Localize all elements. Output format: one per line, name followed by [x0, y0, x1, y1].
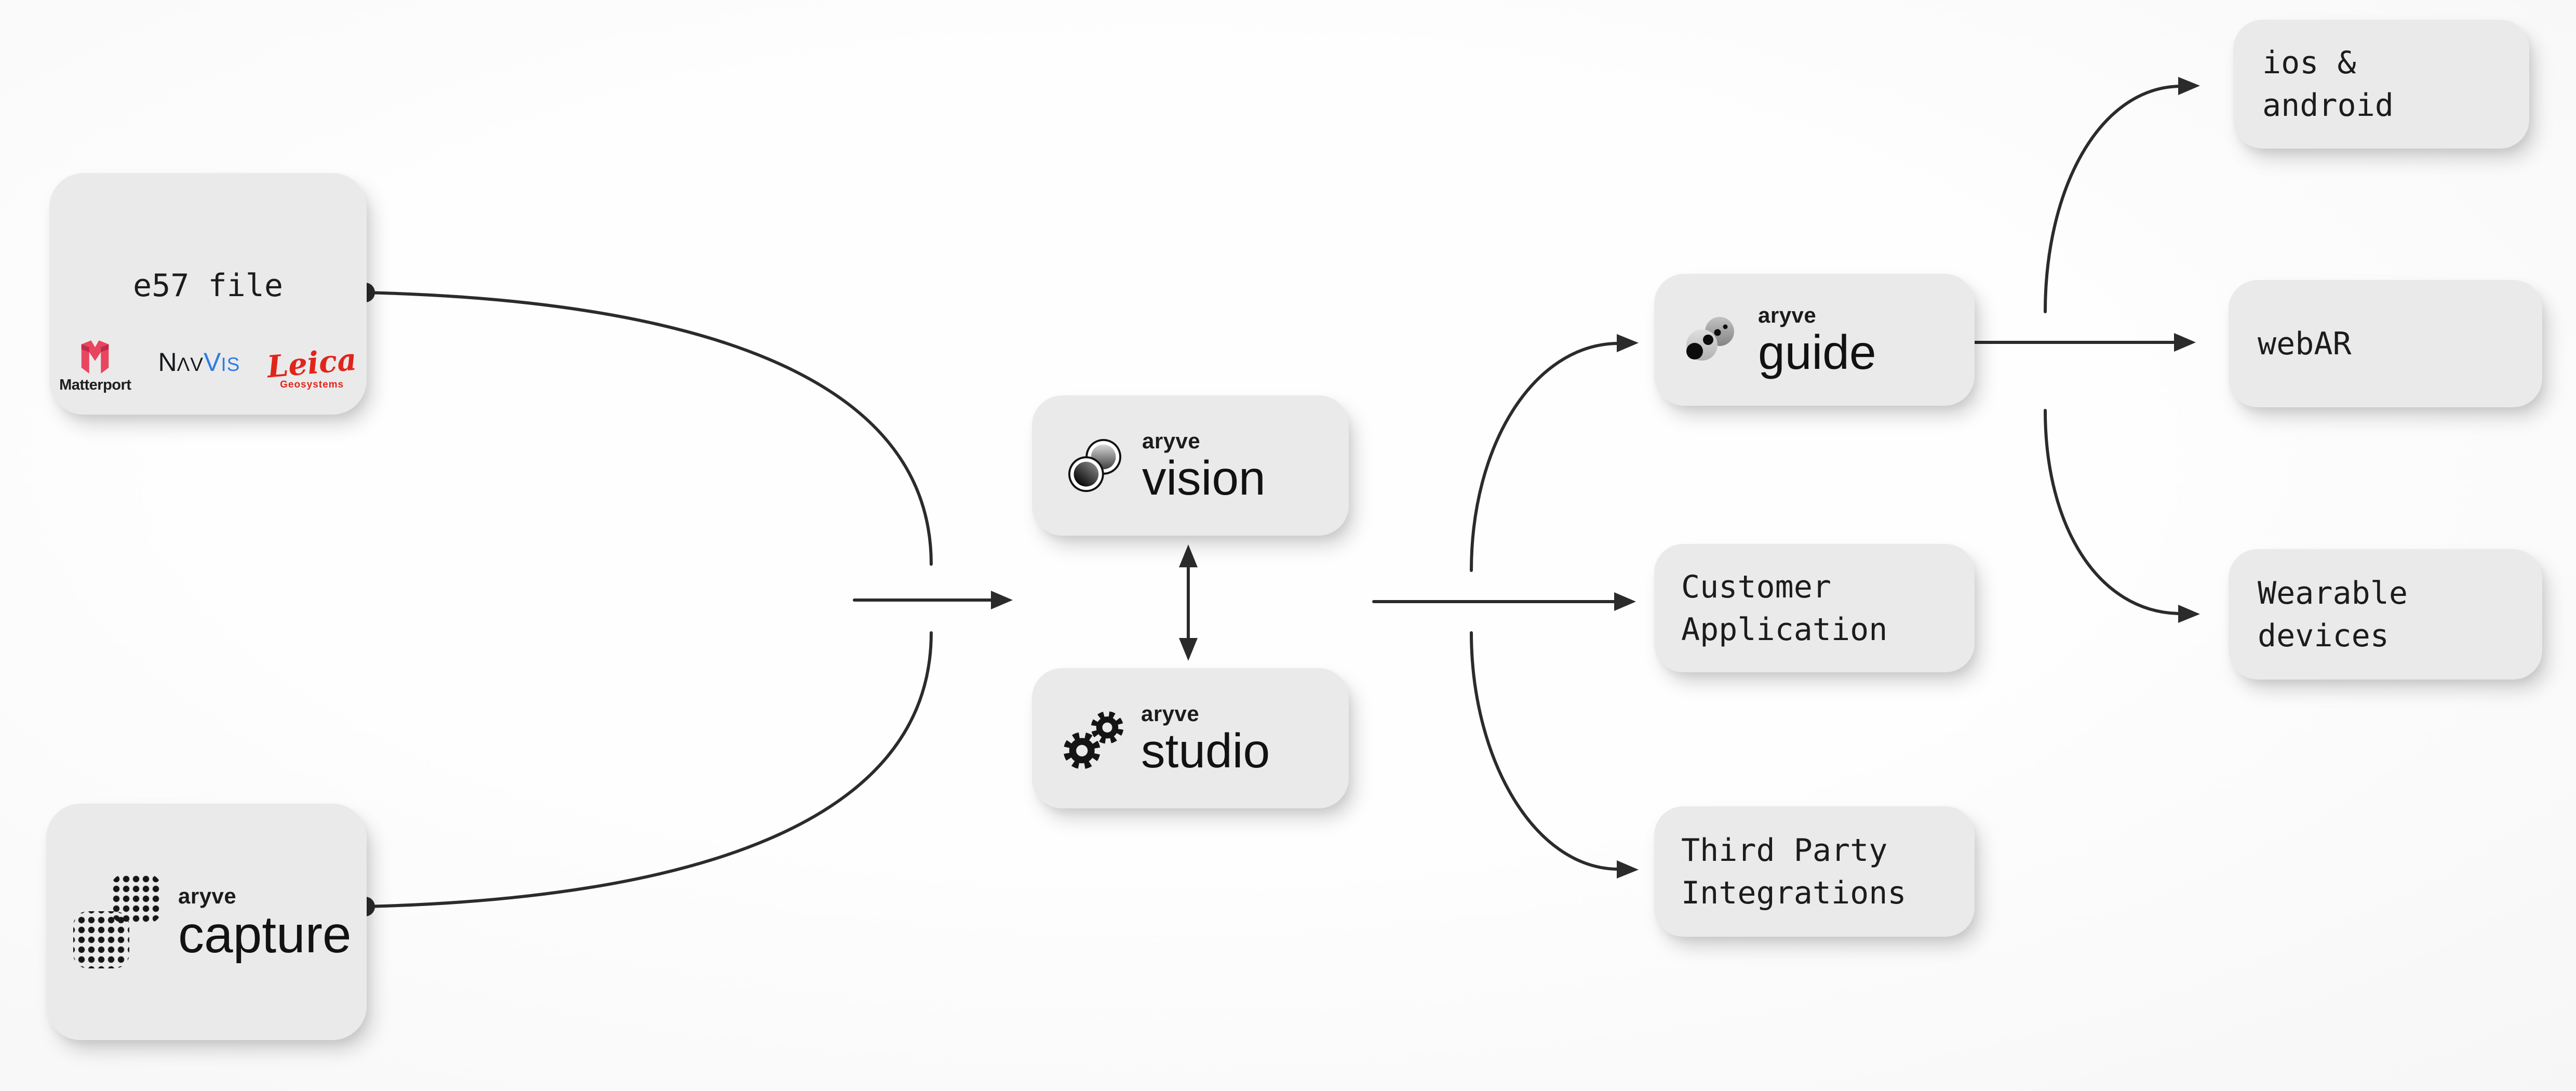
edge-guide-to-wearable — [2044, 409, 2181, 615]
vision-product-label: vision — [1142, 451, 1266, 505]
capture-product-label: capture — [178, 905, 352, 964]
node-third-party-integrations: Third Party Integrations — [1654, 806, 1975, 937]
scanner-logo-row: Matterport N ΛV V IS Leica Geosystems — [59, 339, 358, 394]
edge-guide-to-ios-android — [2044, 85, 2181, 313]
aryve-brand-label: aryve — [1141, 701, 1200, 726]
navvis-letter-n: N — [158, 348, 177, 377]
navvis-letters-is: IS — [221, 354, 240, 375]
arrowhead-ios-android — [2178, 77, 2200, 95]
matterport-wordmark: Matterport — [59, 377, 131, 393]
edge-e57-to-merge — [364, 291, 933, 566]
halftone-dots-icon — [73, 873, 163, 970]
arrowhead-third-party — [1617, 860, 1639, 879]
aryve-brand-label: aryve — [178, 883, 237, 908]
node-aryve-studio: aryve studio — [1032, 668, 1349, 808]
node-ios-android: ios & android — [2233, 20, 2529, 149]
studio-product-label: studio — [1141, 724, 1270, 778]
customer-application-line2: Application — [1681, 611, 1888, 648]
arrowhead-customer — [1614, 592, 1636, 611]
edge-capture-to-merge — [364, 631, 933, 908]
leica-logo: Leica Geosystems — [266, 342, 358, 394]
node-aryve-vision: aryve vision — [1032, 395, 1349, 536]
aryve-brand-label: aryve — [1142, 429, 1201, 454]
studio-wordmark: aryve studio — [1141, 701, 1270, 778]
halftone-cluster-bottom — [73, 911, 129, 968]
vision-wordmark: aryve vision — [1142, 429, 1266, 505]
wearable-line2: devices — [2258, 617, 2389, 654]
navvis-logo: N ΛV V IS — [158, 347, 240, 394]
node-wearable-devices: Wearable devices — [2229, 549, 2542, 680]
navvis-letter-v: V — [203, 348, 221, 377]
navvis-letters-av: ΛV — [177, 354, 204, 375]
capture-wordmark: aryve capture — [178, 883, 352, 964]
third-party-line2: Integrations — [1681, 874, 1907, 911]
aryve-brand-label: aryve — [1758, 303, 1817, 328]
ios-android-line2: android — [2262, 87, 2394, 124]
edge-to-guide — [1470, 342, 1619, 572]
customer-application-line1: Customer — [1681, 568, 1831, 605]
edge-to-third-party — [1470, 631, 1619, 871]
e57-file-label: e57 file — [133, 268, 283, 304]
overlapping-circles-icon — [1068, 438, 1122, 493]
guide-product-label: guide — [1758, 325, 1876, 380]
node-customer-application: Customer Application — [1654, 544, 1975, 672]
arrowhead-sync-up — [1179, 544, 1198, 567]
matterport-m-ribbon-icon — [82, 340, 109, 374]
node-webar: webAR — [2229, 280, 2542, 407]
arrowhead-webar — [2174, 333, 2196, 352]
dot-trail-icon — [1686, 317, 1734, 361]
guide-wordmark: aryve guide — [1758, 303, 1876, 380]
leica-geosystems-label: Geosystems — [280, 379, 344, 390]
leica-wordmark: Leica — [265, 341, 358, 385]
gears-icon — [1063, 711, 1124, 769]
webar-label: webAR — [2258, 325, 2352, 362]
ios-android-line1: ios & — [2262, 45, 2356, 81]
matterport-logo: Matterport — [59, 339, 131, 394]
arrowhead-wearable — [2178, 605, 2200, 623]
node-aryve-capture: aryve capture — [46, 804, 367, 1040]
arrowhead-guide — [1617, 334, 1639, 352]
third-party-line1: Third Party — [1681, 832, 1888, 869]
node-e57-file: e57 file Matterport N ΛV V IS Leica Geos… — [49, 173, 367, 415]
arrowhead-sync-down — [1179, 638, 1198, 661]
arrowhead-into-vision-studio — [991, 591, 1013, 609]
wearable-line1: Wearable — [2258, 575, 2408, 611]
node-aryve-guide: aryve guide — [1654, 274, 1975, 406]
